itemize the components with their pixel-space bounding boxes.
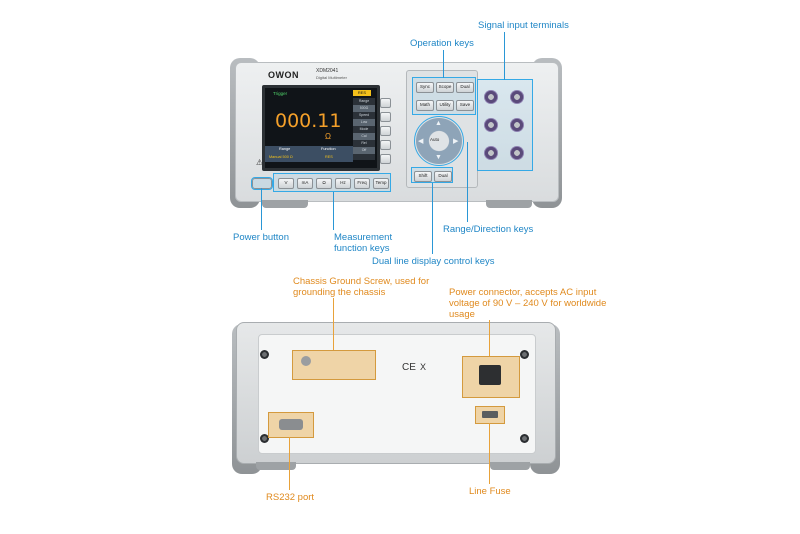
label-signal-input-terminals: Signal input terminals [478,20,569,31]
operation-key-dual[interactable]: Dual [456,82,474,93]
lcd-side-item: Cal [353,133,375,140]
function-key-ma[interactable]: mA [297,178,313,189]
function-key-hz[interactable]: Hz [335,178,351,189]
model-name: XDM2041 [316,68,339,74]
callout-line-dual [432,183,433,254]
line-fuse[interactable] [475,406,505,424]
callout-line-fuse [489,423,490,484]
function-key-temp[interactable]: Temp [373,178,389,189]
lcd-bottom-right-value: RES [325,155,333,159]
callout-line-ground [333,298,334,350]
power-button[interactable] [251,177,273,190]
callout-line-operation [443,50,444,78]
label-measurement-function-keys: Measurement function keys [334,232,393,254]
function-key-freq[interactable]: Freq [354,178,370,189]
screw-icon [520,350,529,359]
lcd-side-item: Off [353,147,375,154]
callout-line-power-connector [489,320,490,356]
function-key-v[interactable]: V [278,178,294,189]
label-range-direction-keys: Range/Direction keys [443,224,534,235]
label-line-fuse: Line Fuse [469,486,511,497]
rear-foot-right [490,462,530,470]
function-key-ohm[interactable]: Ω [316,178,332,189]
softkey-1[interactable] [380,98,391,108]
lcd-side-item: Range [358,99,370,103]
rs232-port[interactable] [268,412,314,438]
lcd-bottom-left-value: Manual 500 Ω [269,155,293,159]
nav-center-button[interactable]: Auto [430,137,440,142]
operation-key-utility[interactable]: Utility [436,100,454,111]
lcd-side-panel: Range 500Ω Speed Low Mode Cal Rel Off [353,98,375,160]
power-socket[interactable] [479,365,501,385]
operation-key-sync[interactable]: Sync [416,82,434,93]
label-rs232-port: RS232 port [266,492,315,503]
lcd-status: Trigger [273,91,288,96]
terminal-current-low[interactable] [484,146,498,160]
callout-line-power [261,188,262,230]
lcd-side-item: Mode [359,127,369,131]
terminal-hi-sense[interactable] [484,90,498,104]
lcd-badge: RES [353,90,371,96]
dual-key-shift[interactable]: Shift [414,171,432,182]
front-panel: OWON XDM2041 Digital Multimeter Trigger … [0,0,800,260]
label-chassis-ground-screw: Chassis Ground Screw, used for grounding… [293,276,430,298]
rear-foot-left [256,462,296,470]
weee-bin-icon: X [420,362,427,372]
callout-line-function [333,192,334,230]
warning-icon: ⚠ [256,158,264,167]
model-subtitle: Digital Multimeter [316,75,347,80]
lcd-screen: Trigger RES 000.11 Ω Range 500Ω Speed Lo… [262,85,380,171]
label-power-button: Power button [233,232,289,243]
terminal-lo-sense[interactable] [484,118,498,132]
direction-pad[interactable]: ▲ ▼ ◀ ▶ Auto [414,116,464,166]
arrow-left-icon[interactable]: ◀ [418,138,424,145]
screw-icon [260,434,269,443]
lcd-bottom-left-header: Range [279,147,291,151]
lcd-bottom-bar: Range Function Manual 500 Ω RES [265,146,353,162]
operation-key-math[interactable]: Math [416,100,434,111]
lcd-side-item: 500Ω [353,105,375,112]
label-dual-line-display-keys: Dual line display control keys [372,256,495,267]
chassis-ground-screw [292,350,376,380]
callout-line-terminals [504,32,505,80]
terminal-lo[interactable] [510,118,524,132]
ground-screw-icon [301,356,311,366]
label-power-connector: Power connector, accepts AC input voltag… [449,287,607,320]
callout-line-rs232 [289,437,290,490]
softkey-5[interactable] [380,154,391,164]
label-operation-keys: Operation keys [410,38,474,49]
screw-icon [260,350,269,359]
callout-line-range [467,142,468,222]
softkey-3[interactable] [380,126,391,136]
lcd-unit: Ω [325,132,331,141]
brand-logo: OWON [268,70,299,80]
lcd-bottom-right-header: Function [321,147,336,151]
lcd-side-item: Speed [358,113,370,117]
arrow-down-icon[interactable]: ▼ [435,154,442,161]
fuse-holder[interactable] [482,411,498,418]
screw-icon [520,434,529,443]
db9-connector[interactable] [279,419,303,430]
operation-key-scope[interactable]: Scope [436,82,454,93]
dual-key-dual[interactable]: Dual [434,171,452,182]
ce-mark: CE [402,362,416,373]
front-foot-right [486,200,532,208]
operation-key-save[interactable]: Save [456,100,474,111]
terminal-hi[interactable] [510,90,524,104]
softkey-4[interactable] [380,140,391,150]
softkey-2[interactable] [380,112,391,122]
lcd-reading: 000.11 [275,110,342,132]
lcd-side-item: Low [353,119,375,126]
power-connector[interactable] [462,356,520,398]
front-foot-left [262,200,308,208]
arrow-up-icon[interactable]: ▲ [435,120,442,127]
arrow-right-icon[interactable]: ▶ [453,138,459,145]
lcd-side-item: Rel [361,141,367,145]
terminal-current-high[interactable] [510,146,524,160]
